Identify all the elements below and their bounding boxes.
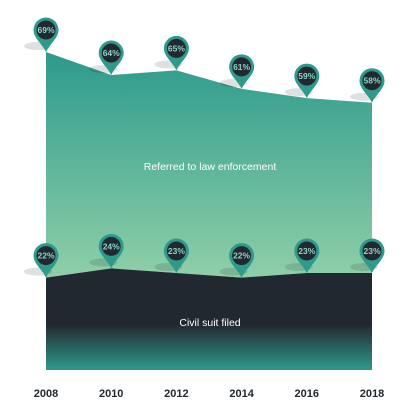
data-label: 59% [298, 71, 315, 81]
x-tick-label-2014: 2014 [229, 388, 254, 400]
pin-inner-circle [232, 57, 252, 77]
series-label-civil-suit: Civil suit filed [179, 317, 240, 329]
pin-civil-2010: 24% [89, 233, 124, 269]
data-label: 23% [363, 246, 380, 256]
pin-referred-2012: 65% [154, 35, 189, 71]
x-tick-label-2010: 2010 [99, 388, 123, 400]
pin-referred-2008: 69% [24, 17, 59, 52]
pin-referred-2010: 64% [89, 40, 124, 76]
data-label: 61% [233, 62, 250, 72]
data-label: 65% [168, 43, 185, 53]
data-label: 23% [168, 246, 185, 256]
pin-civil-2016: 23% [284, 238, 320, 273]
pin-civil-2008: 22% [24, 243, 59, 278]
data-label: 23% [298, 246, 315, 256]
data-label: 64% [103, 48, 120, 58]
data-label: 58% [363, 76, 380, 86]
pin-inner-circle [166, 241, 186, 261]
pin-inner-circle [36, 246, 56, 266]
data-label: 24% [103, 241, 120, 251]
pin-inner-circle [232, 246, 252, 266]
data-label: 22% [37, 251, 54, 261]
area-referred-to-law-enforcement [46, 52, 372, 278]
pin-inner-circle [166, 38, 186, 58]
pin-inner-circle [297, 241, 317, 261]
data-label: 22% [233, 251, 250, 261]
pin-inner-circle [101, 236, 121, 256]
pin-civil-2018: 23% [350, 238, 385, 273]
x-tick-label-2018: 2018 [360, 388, 384, 400]
pin-referred-2018: 58% [350, 68, 385, 103]
x-tick-label-2012: 2012 [164, 388, 188, 400]
pin-inner-circle [362, 241, 382, 261]
pin-inner-circle [36, 20, 56, 40]
pin-referred-2014: 61% [219, 54, 255, 89]
pin-inner-circle [297, 66, 317, 86]
area-civil-suit-filed [46, 268, 372, 370]
pin-civil-2014: 22% [219, 243, 255, 278]
pin-civil-2012: 23% [154, 238, 189, 273]
x-tick-label-2008: 2008 [34, 388, 58, 400]
data-label: 69% [37, 25, 54, 35]
pin-inner-circle [101, 43, 121, 63]
x-tick-label-2016: 2016 [295, 388, 319, 400]
series-label-referred: Referred to law enforcement [144, 161, 277, 173]
pin-inner-circle [362, 71, 382, 91]
pin-referred-2016: 59% [284, 63, 320, 99]
